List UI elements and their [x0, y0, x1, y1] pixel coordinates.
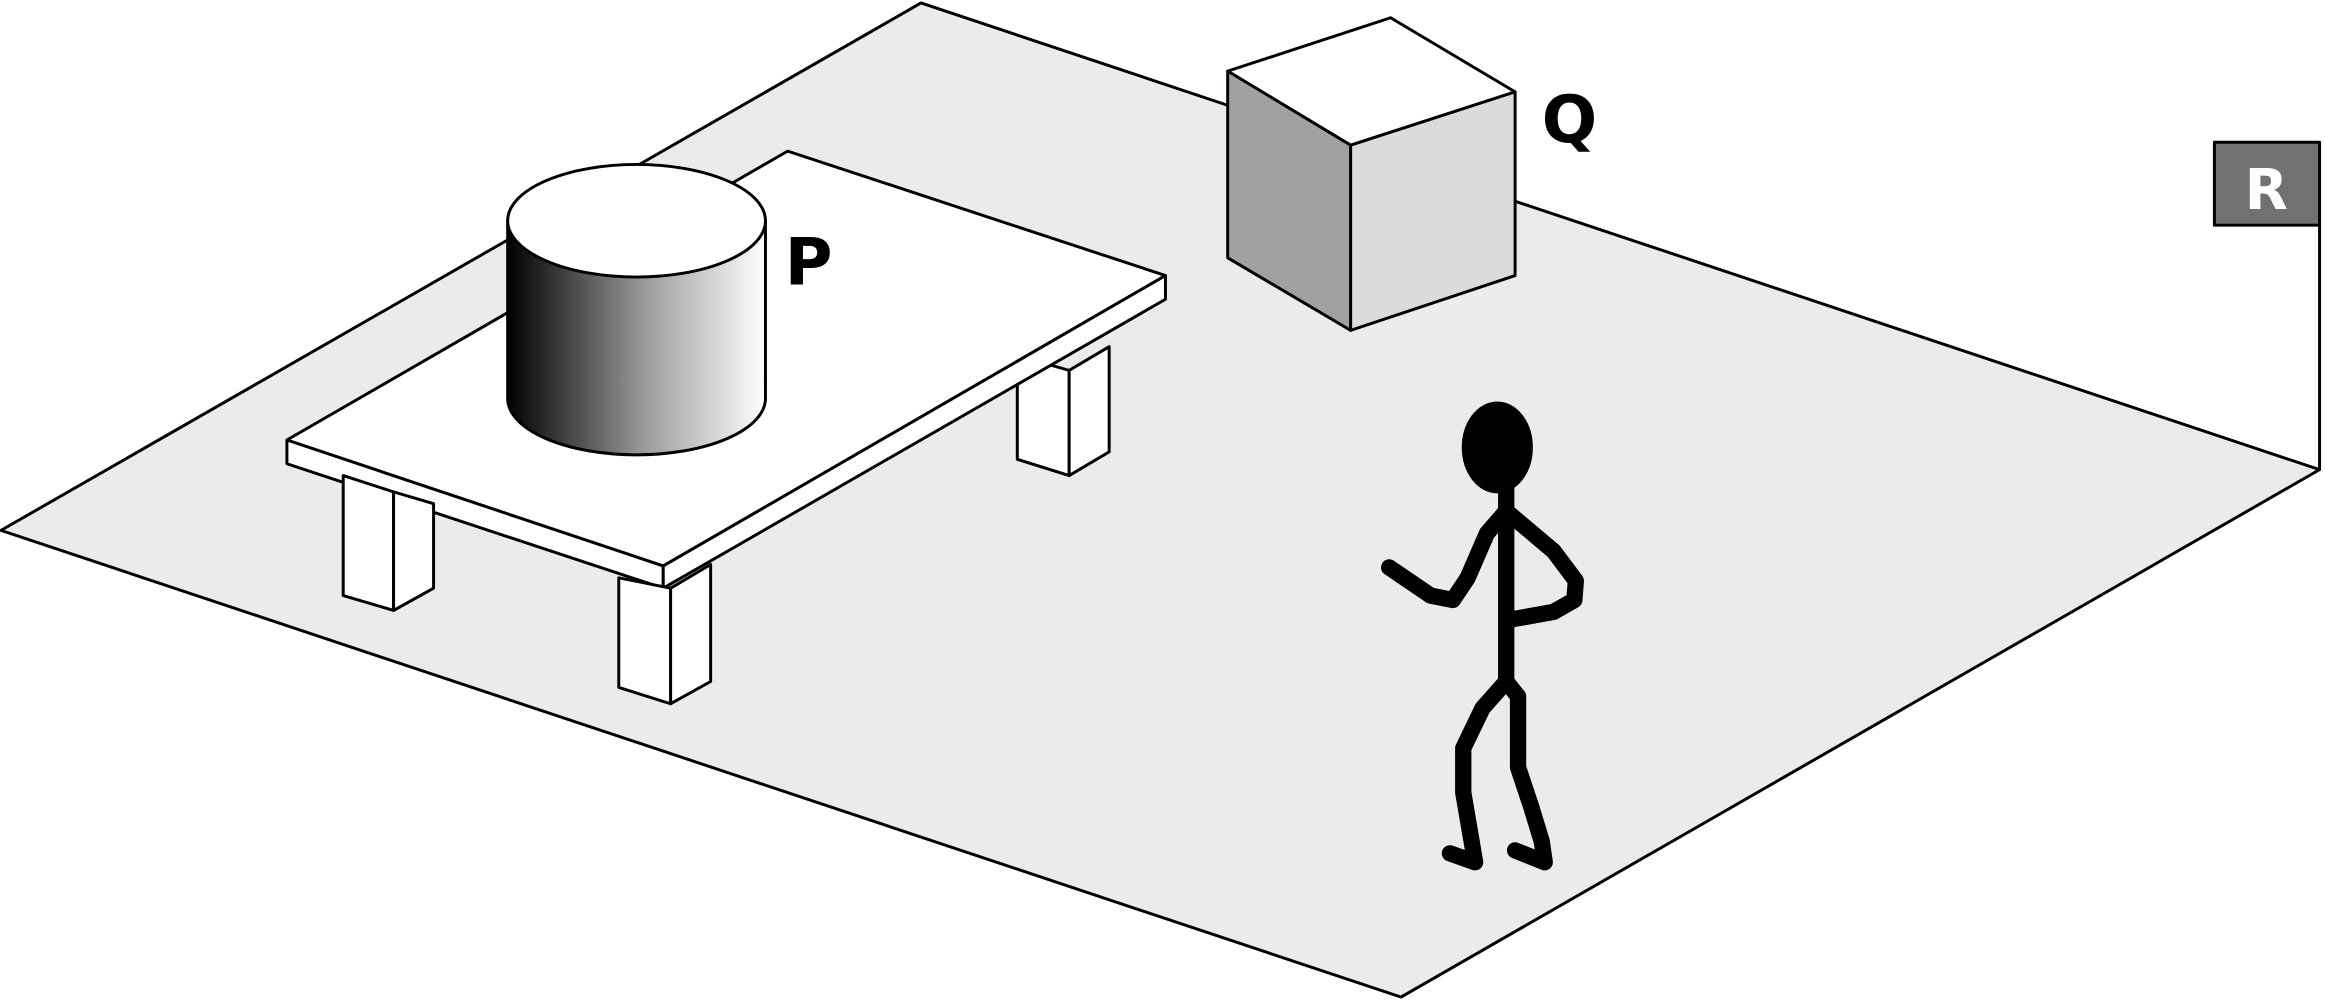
table-leg: [617, 562, 713, 706]
table-leg: [1015, 345, 1111, 478]
stick-figure: [1381, 401, 1584, 871]
sign-r: [2212, 140, 2322, 227]
table-leg: [341, 474, 436, 612]
label-q: Q: [1542, 82, 1597, 158]
cube-q: [1226, 16, 1517, 332]
label-p: P: [785, 224, 833, 300]
table: [285, 149, 1167, 590]
cylinder-p: [506, 162, 767, 457]
label-r: R: [2245, 158, 2288, 223]
